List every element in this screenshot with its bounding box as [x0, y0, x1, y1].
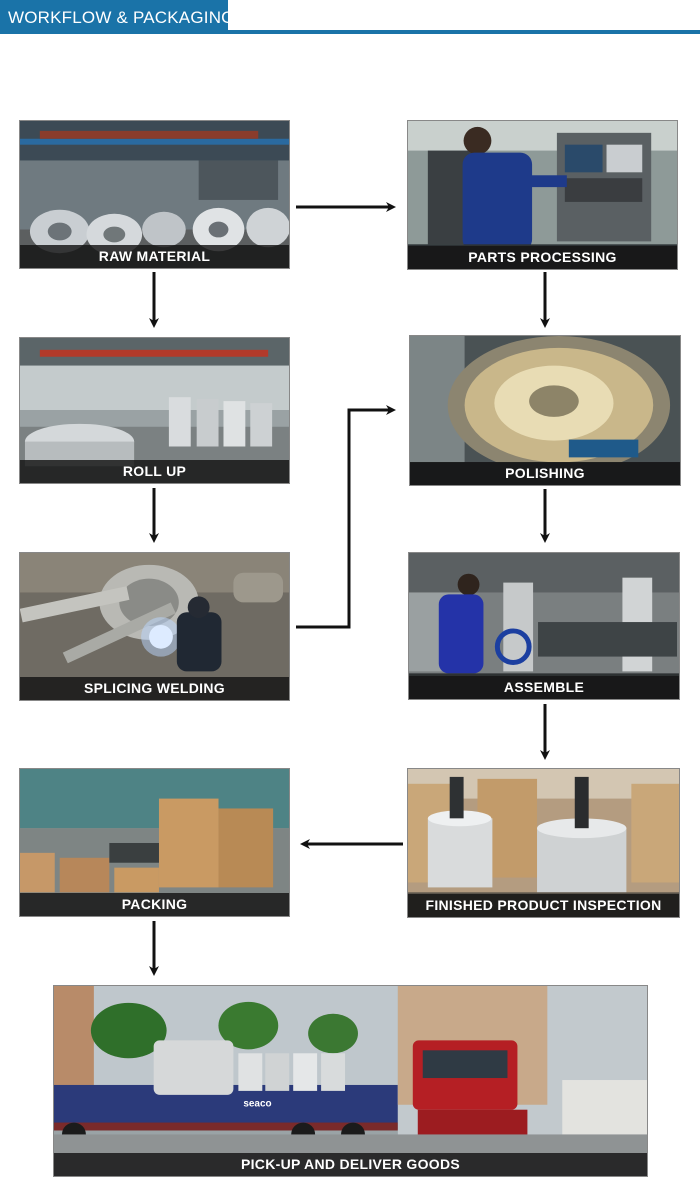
- arrow-welding-to-polishing: [296, 410, 393, 627]
